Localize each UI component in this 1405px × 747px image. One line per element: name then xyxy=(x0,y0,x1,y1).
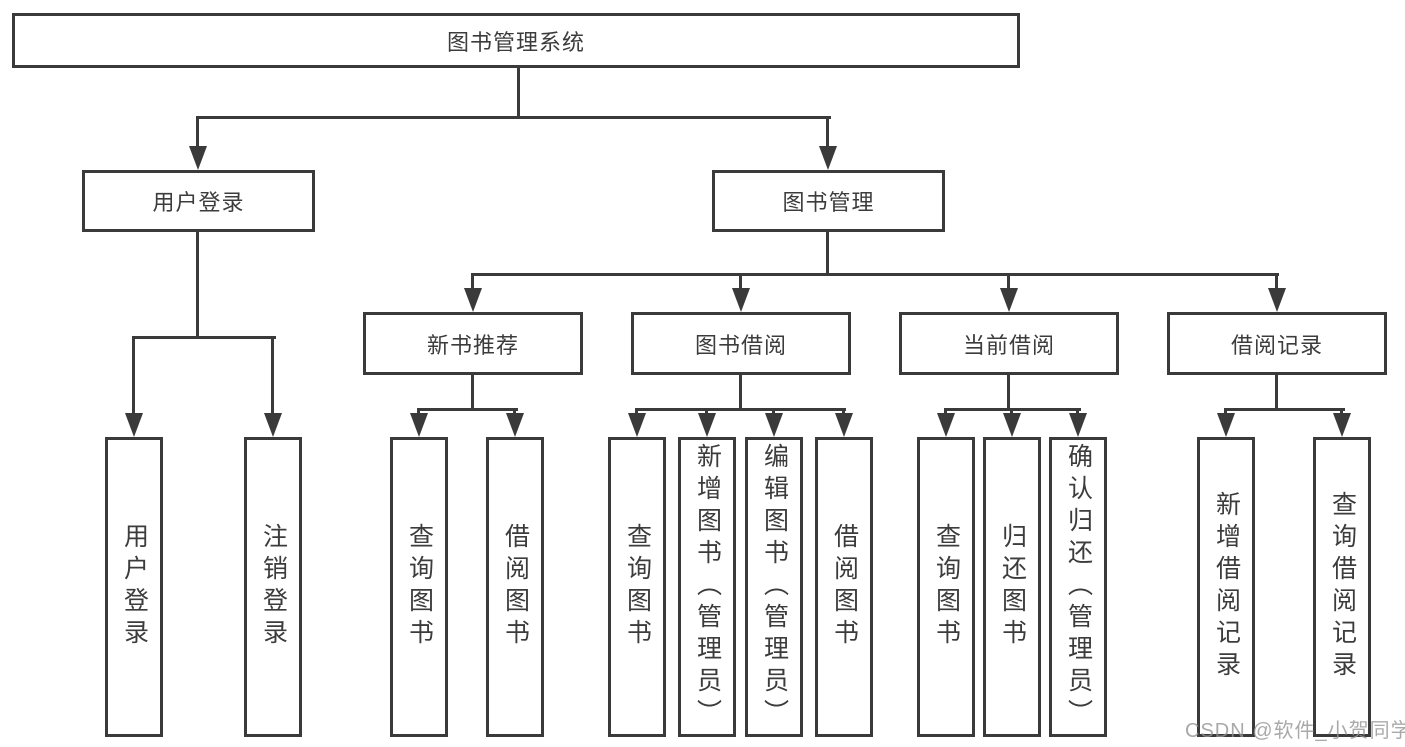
node-label: 借阅图书 xyxy=(830,523,859,651)
connector-drop xyxy=(739,273,742,291)
arrowhead-down-icon xyxy=(464,288,482,312)
arrowhead-down-icon xyxy=(189,146,207,170)
arrowhead-down-icon xyxy=(698,413,716,437)
leaf-borrow-books-borrowing: 借阅图书 xyxy=(815,437,873,737)
leaf-edit-book-admin: 编辑图书（管理员） xyxy=(745,437,803,737)
connector-stem xyxy=(739,375,742,411)
node-label: 图书管理系统 xyxy=(446,29,585,55)
node-label: 新增图书（管理员） xyxy=(693,443,722,731)
node-label: 新增借阅记录 xyxy=(1212,491,1241,683)
connector-drop xyxy=(944,408,947,416)
arrowhead-down-icon xyxy=(1333,413,1351,437)
connector-drop xyxy=(1076,408,1079,416)
node-user-login: 用户登录 xyxy=(82,170,315,232)
leaf-query-books-recommend: 查询图书 xyxy=(390,437,448,737)
arrowhead-down-icon xyxy=(1069,413,1087,437)
connector-root-bar xyxy=(196,116,831,119)
node-label: 当前借阅 xyxy=(962,332,1055,358)
connector-drop xyxy=(772,408,775,416)
arrowhead-down-icon xyxy=(506,413,524,437)
connector-drop xyxy=(1224,408,1227,416)
leaf-add-borrow-record: 新增借阅记录 xyxy=(1197,437,1255,737)
connector-drop xyxy=(842,408,845,416)
arrowhead-down-icon xyxy=(1217,413,1235,437)
connector-bookmgmt-bar xyxy=(471,273,1279,276)
connector-drop xyxy=(417,408,420,416)
connector-drop xyxy=(1010,408,1013,416)
node-label: 确认归还（管理员） xyxy=(1064,443,1093,731)
leaf-add-book-admin: 新增图书（管理员） xyxy=(678,437,736,737)
node-label: 查询图书 xyxy=(932,523,961,651)
node-label: 借阅图书 xyxy=(501,523,530,651)
csdn-watermark: CSDN @软件_小贺同学 xyxy=(1185,720,1405,742)
leaf-return-books: 归还图书 xyxy=(983,437,1041,737)
connector-bookmgmt-stem xyxy=(826,232,829,276)
node-label: 查询图书 xyxy=(405,523,434,651)
arrowhead-down-icon xyxy=(819,146,837,170)
leaf-user-login: 用户登录 xyxy=(105,437,163,737)
connector-drop xyxy=(1340,408,1343,416)
node-library-management-system: 图书管理系统 xyxy=(12,13,1020,68)
node-label: 注销登录 xyxy=(259,523,288,651)
leaf-confirm-return-admin: 确认归还（管理员） xyxy=(1049,437,1107,737)
connector-drop xyxy=(513,408,516,416)
arrowhead-down-icon xyxy=(1000,288,1018,312)
connector-drop xyxy=(132,336,135,416)
node-label: 编辑图书（管理员） xyxy=(760,443,789,731)
connector-drop xyxy=(635,408,638,416)
connector-drop xyxy=(271,336,274,416)
leaf-borrow-books-recommend: 借阅图书 xyxy=(486,437,544,737)
connector-userlogin-bar xyxy=(132,336,276,339)
connector-root-stem xyxy=(517,68,520,119)
connector-bar xyxy=(417,408,518,411)
node-label: 新书推荐 xyxy=(426,332,519,358)
arrowhead-down-icon xyxy=(1003,413,1021,437)
arrowhead-down-icon xyxy=(835,413,853,437)
node-borrowing-records: 借阅记录 xyxy=(1167,312,1387,375)
arrowhead-down-icon xyxy=(628,413,646,437)
connector-stem xyxy=(471,375,474,411)
arrowhead-down-icon xyxy=(765,413,783,437)
arrowhead-down-icon xyxy=(125,413,143,437)
node-label: 归还图书 xyxy=(998,523,1027,651)
node-book-borrowing: 图书借阅 xyxy=(631,312,851,375)
node-label: 图书借阅 xyxy=(694,332,787,358)
connector-userlogin-stem xyxy=(196,232,199,339)
node-label: 用户登录 xyxy=(152,190,245,215)
leaf-query-books-borrowing: 查询图书 xyxy=(608,437,666,737)
arrowhead-down-icon xyxy=(937,413,955,437)
connector-drop xyxy=(705,408,708,416)
connector-bar xyxy=(635,408,846,411)
node-label: 借阅记录 xyxy=(1230,332,1323,358)
leaf-logout: 注销登录 xyxy=(244,437,302,737)
connector-stem xyxy=(1275,375,1278,411)
arrowhead-down-icon xyxy=(1268,288,1286,312)
leaf-query-borrow-record: 查询借阅记录 xyxy=(1313,437,1371,737)
connector-drop xyxy=(471,273,474,291)
connector-bar xyxy=(1224,408,1345,411)
connector-drop xyxy=(196,116,199,150)
leaf-query-books-current: 查询图书 xyxy=(917,437,975,737)
connector-drop xyxy=(826,116,829,150)
node-label: 查询借阅记录 xyxy=(1328,491,1357,683)
node-label: 查询图书 xyxy=(623,523,652,651)
arrowhead-down-icon xyxy=(732,288,750,312)
node-new-book-recommendation: 新书推荐 xyxy=(363,312,583,375)
connector-drop xyxy=(1275,273,1278,291)
arrowhead-down-icon xyxy=(410,413,428,437)
node-label: 图书管理 xyxy=(782,190,875,215)
node-book-management: 图书管理 xyxy=(712,170,945,232)
arrowhead-down-icon xyxy=(264,413,282,437)
node-current-borrowing: 当前借阅 xyxy=(899,312,1119,375)
connector-drop xyxy=(1007,273,1010,291)
node-label: 用户登录 xyxy=(120,523,149,651)
connector-stem xyxy=(1007,375,1010,411)
